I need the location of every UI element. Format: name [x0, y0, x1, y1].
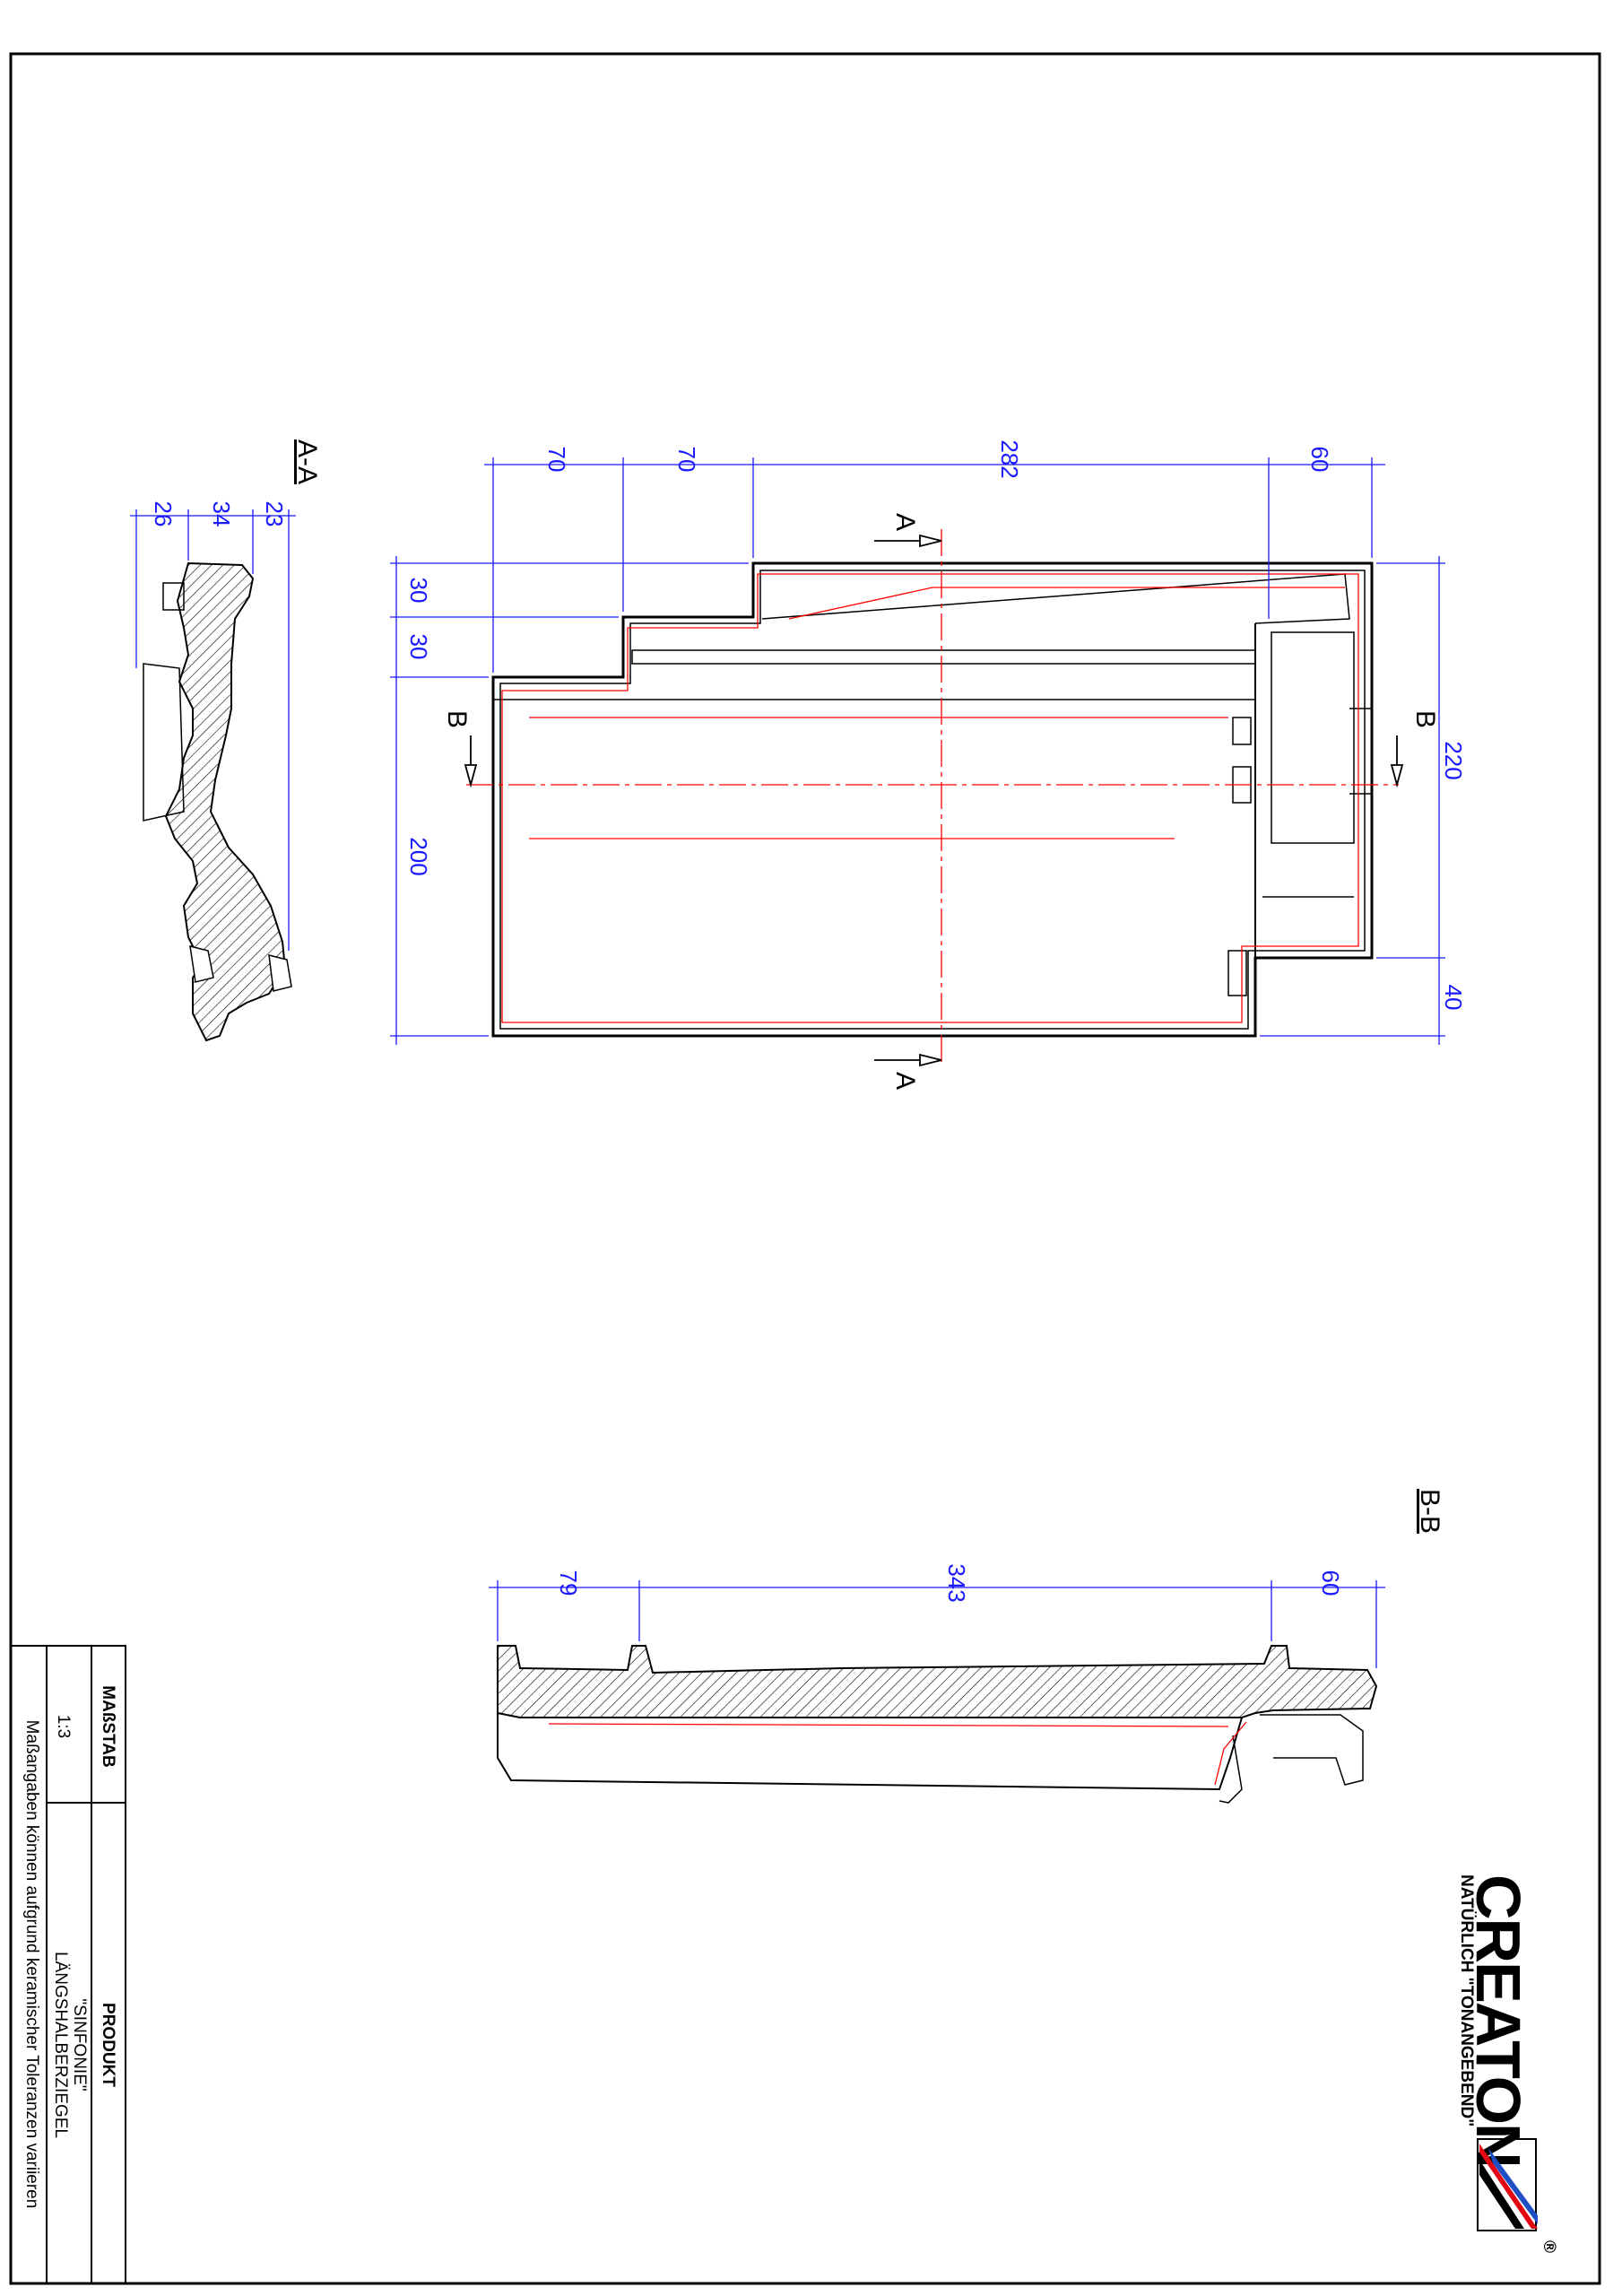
- dim-top-3: 282: [996, 439, 1023, 478]
- section-a-marker-top: A: [890, 513, 920, 531]
- section-b-red-curve: [1214, 1721, 1247, 1786]
- dim-top-4: 60: [1306, 447, 1333, 473]
- section-b-dims: [489, 1580, 1385, 1668]
- scale-label: MAßSTAB: [99, 1685, 117, 1767]
- dim-top-2: 70: [673, 447, 700, 473]
- section-a-dim-2: 34: [208, 501, 235, 527]
- section-a-dims: [130, 509, 296, 951]
- sheet-border: [9, 52, 1601, 2285]
- section-a-dim-1: 26: [150, 501, 177, 527]
- dim-left-2: 30: [405, 634, 432, 660]
- brand-slogan: NATÜRLICH "TONANGEBEND": [1457, 1874, 1476, 2126]
- dim-left-1: 30: [405, 578, 432, 604]
- section-b-marker-right: B: [1410, 710, 1440, 728]
- section-b-title: B-B: [1415, 1489, 1444, 1534]
- title-block: [10, 1645, 126, 2284]
- section-b-dim-3: 60: [1317, 1570, 1344, 1596]
- registered-mark: ®: [1540, 2240, 1558, 2253]
- product-label: PRODUKT: [99, 2003, 117, 2087]
- section-a-title: A-A: [292, 439, 322, 484]
- dim-right-1: 220: [1440, 741, 1467, 779]
- scale-value: 1:3: [54, 1715, 73, 1738]
- plan-dimension-lines: [390, 457, 1445, 1045]
- creaton-logo-mark: [1477, 2138, 1538, 2231]
- section-a-profile: [143, 561, 292, 1042]
- plan-centerlines: [466, 529, 1399, 1067]
- product-name: "SINFONIE": [70, 1998, 89, 2091]
- section-b-profile: [497, 1645, 1378, 1804]
- section-a-marker-bottom: A: [890, 1072, 920, 1090]
- product-type: LÄNGSHALBERZIEGEL: [51, 1952, 70, 2138]
- tile-outline: [491, 561, 1374, 1038]
- dim-left-3: 200: [405, 837, 432, 875]
- section-b-dim-2: 343: [943, 1563, 970, 1602]
- dim-top-1: 70: [543, 447, 570, 473]
- section-markers: [464, 534, 1404, 1067]
- tolerance-note: Maßangaben können aufgrund keramischer T…: [22, 1720, 41, 2209]
- section-b-red-line: [548, 1723, 1229, 1727]
- section-b-marker-left: B: [442, 710, 472, 728]
- plan-view: [491, 561, 1374, 1038]
- dim-right-2: 40: [1440, 985, 1467, 1011]
- section-a-dim-3: 23: [261, 501, 288, 527]
- brand-name: CREATON: [1463, 1874, 1533, 2167]
- section-b-dim-1: 79: [555, 1570, 582, 1596]
- plan-red-lines: [501, 573, 1359, 1023]
